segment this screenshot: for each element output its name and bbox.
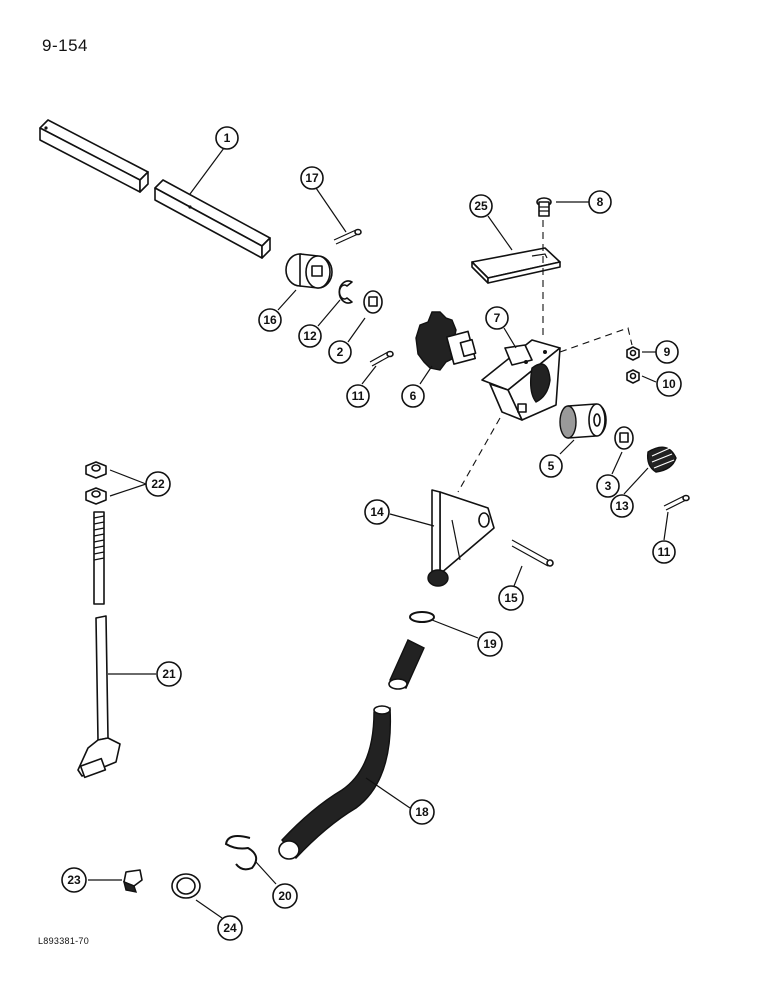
svg-text:14: 14 <box>370 505 384 519</box>
callout-14: 14 <box>364 499 390 525</box>
part-16-hub <box>285 253 333 289</box>
part-12-snap-ring <box>338 280 353 304</box>
svg-text:21: 21 <box>162 667 176 681</box>
callout-21: 21 <box>156 661 182 687</box>
part-14-lever-housing <box>427 489 495 587</box>
svg-text:7: 7 <box>494 311 501 325</box>
callout-8: 8 <box>588 190 612 214</box>
callout-24: 24 <box>217 915 243 941</box>
callout-1: 1 <box>215 126 239 150</box>
callout-7: 7 <box>485 306 509 330</box>
part-15-pin <box>511 539 554 567</box>
figure-code: L893381-70 <box>38 936 90 946</box>
svg-text:9: 9 <box>664 345 671 359</box>
part-13-spring <box>646 446 677 473</box>
part-3-washer <box>614 426 634 450</box>
part-11-cotter-pin-lower <box>663 494 690 511</box>
part-19-clip <box>409 611 435 623</box>
svg-text:1: 1 <box>224 131 231 145</box>
callout-5: 5 <box>539 454 563 478</box>
callout-16: 16 <box>258 308 282 332</box>
part-22-nuts <box>85 461 107 505</box>
svg-text:8: 8 <box>597 195 604 209</box>
part-20-spring-clip <box>224 835 258 871</box>
part-8-bolt <box>536 197 552 217</box>
callout-11-upper: 11 <box>346 384 370 408</box>
alignment-lines <box>457 220 633 493</box>
svg-text:19: 19 <box>483 637 497 651</box>
svg-text:5: 5 <box>548 459 555 473</box>
part-23-clamp <box>122 869 143 893</box>
callout-15: 15 <box>498 585 524 611</box>
svg-text:13: 13 <box>615 499 629 513</box>
svg-text:3: 3 <box>605 479 612 493</box>
callout-3: 3 <box>596 474 620 498</box>
part-2-washer <box>363 290 383 314</box>
svg-text:11: 11 <box>658 545 671 559</box>
svg-text:20: 20 <box>278 889 292 903</box>
callout-19: 19 <box>477 631 503 657</box>
svg-text:24: 24 <box>223 921 237 935</box>
part-5-bushing <box>559 403 607 439</box>
part-1-square-shaft <box>39 119 271 259</box>
part-9-nut <box>626 346 640 361</box>
leader-lines <box>88 147 669 919</box>
svg-text:25: 25 <box>474 199 488 213</box>
svg-text:11: 11 <box>352 389 365 403</box>
svg-text:22: 22 <box>151 477 165 491</box>
part-17-cotter-pin <box>333 228 362 245</box>
svg-text:23: 23 <box>67 873 81 887</box>
svg-text:10: 10 <box>662 377 676 391</box>
callout-9: 9 <box>655 340 679 364</box>
part-11-cotter-pin-upper <box>369 350 394 367</box>
callout-2: 2 <box>328 340 352 364</box>
part-6-gear <box>415 311 477 371</box>
svg-text:17: 17 <box>305 171 319 185</box>
callout-10: 10 <box>656 371 682 397</box>
svg-text:16: 16 <box>263 313 277 327</box>
svg-text:15: 15 <box>504 591 518 605</box>
svg-text:6: 6 <box>410 389 417 403</box>
svg-text:12: 12 <box>303 329 317 343</box>
callout-6: 6 <box>401 384 425 408</box>
callout-25: 25 <box>469 194 493 218</box>
part-18-handle <box>278 639 425 860</box>
page-number: 9-154 <box>42 36 88 55</box>
callout-13: 13 <box>610 494 634 518</box>
part-25-plate <box>471 247 561 284</box>
part-21-rod <box>77 511 121 779</box>
part-24-ring <box>171 873 201 899</box>
callout-11-lower: 11 <box>652 540 676 564</box>
svg-text:2: 2 <box>337 345 344 359</box>
callout-22: 22 <box>145 471 171 497</box>
part-10-nut <box>626 369 640 384</box>
callout-20: 20 <box>272 883 298 909</box>
callout-23: 23 <box>61 867 87 893</box>
svg-text:18: 18 <box>415 805 429 819</box>
callout-17: 17 <box>300 166 324 190</box>
callout-18: 18 <box>409 799 435 825</box>
part-7-bracket <box>481 339 561 421</box>
callout-12: 12 <box>298 324 322 348</box>
